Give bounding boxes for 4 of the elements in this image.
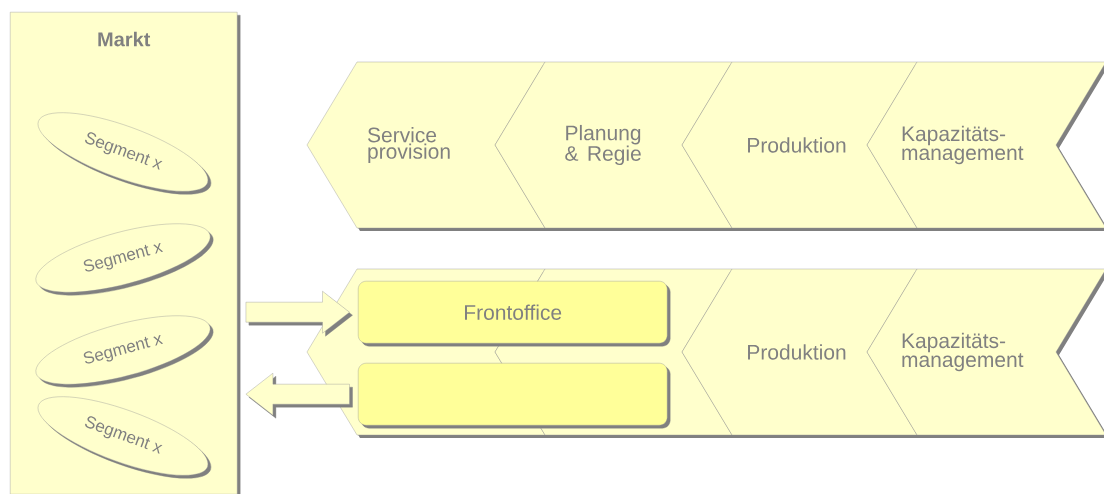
rounded-box: Frontoffice — [358, 281, 671, 347]
rounded-box — [358, 363, 671, 429]
block-arrow — [245, 373, 353, 419]
block-arrow — [245, 291, 353, 337]
